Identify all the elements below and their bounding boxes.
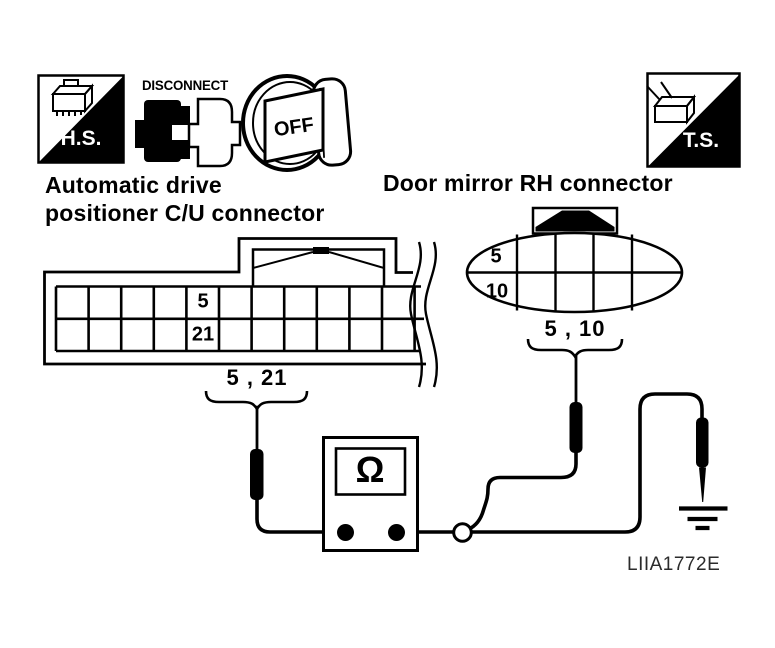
hs-stamp-icon bbox=[37, 74, 125, 164]
ohmmeter-drawing bbox=[322, 436, 419, 552]
hs-black-triangle bbox=[39, 76, 124, 162]
probe-tip-ground bbox=[699, 467, 706, 502]
disconnect-plug-right bbox=[187, 97, 242, 168]
off-flag-shape bbox=[263, 87, 325, 164]
left-pin-top: 5 bbox=[197, 290, 209, 313]
test-leads bbox=[250, 354, 709, 534]
ignition-off-icon bbox=[241, 74, 353, 172]
left-connector-title-line1: Automatic drive bbox=[45, 172, 222, 198]
left-connector-grid bbox=[54, 285, 424, 353]
ts-stamp-icon bbox=[646, 72, 741, 168]
ohm-symbol: Ω bbox=[355, 449, 385, 490]
left-connector-title-line2: positioner C/U connector bbox=[45, 200, 325, 226]
ohmmeter-display bbox=[334, 447, 407, 496]
connector-tab bbox=[535, 210, 615, 232]
right-pins-label: 5 , 10 bbox=[544, 316, 606, 341]
hs-connector-glyph bbox=[50, 79, 95, 116]
left-connector-drawing bbox=[43, 237, 438, 388]
break-wavy-lines bbox=[409, 241, 438, 388]
probe-body-ground bbox=[696, 417, 709, 468]
figure-code: LIIA1772E bbox=[627, 554, 721, 575]
meter-terminal-right bbox=[388, 524, 405, 541]
meter-terminal-left bbox=[337, 524, 354, 541]
ts-connector-glyph bbox=[646, 81, 697, 125]
probe-body-mid bbox=[569, 402, 583, 453]
wire-junction bbox=[452, 522, 473, 543]
hs-label: H.S. bbox=[60, 127, 102, 150]
right-connector-grid bbox=[467, 234, 682, 311]
ts-black-triangle bbox=[648, 74, 740, 166]
left-pin-bottom: 21 bbox=[191, 323, 215, 346]
left-pins-label: 5 , 21 bbox=[226, 365, 288, 390]
right-pin-bottom: 10 bbox=[485, 280, 509, 303]
ground-symbol bbox=[679, 506, 728, 531]
ts-label: T.S. bbox=[682, 129, 720, 152]
disconnect-stamp-icon bbox=[135, 97, 242, 168]
latch-tab bbox=[313, 247, 329, 254]
disconnect-plug-left bbox=[135, 100, 190, 162]
right-connector-drawing bbox=[465, 206, 684, 314]
probe-body-left bbox=[250, 449, 264, 500]
right-connector-title: Door mirror RH connector bbox=[383, 170, 673, 196]
right-pin-top: 5 bbox=[490, 245, 502, 268]
disconnect-label: DISCONNECT bbox=[141, 77, 229, 93]
